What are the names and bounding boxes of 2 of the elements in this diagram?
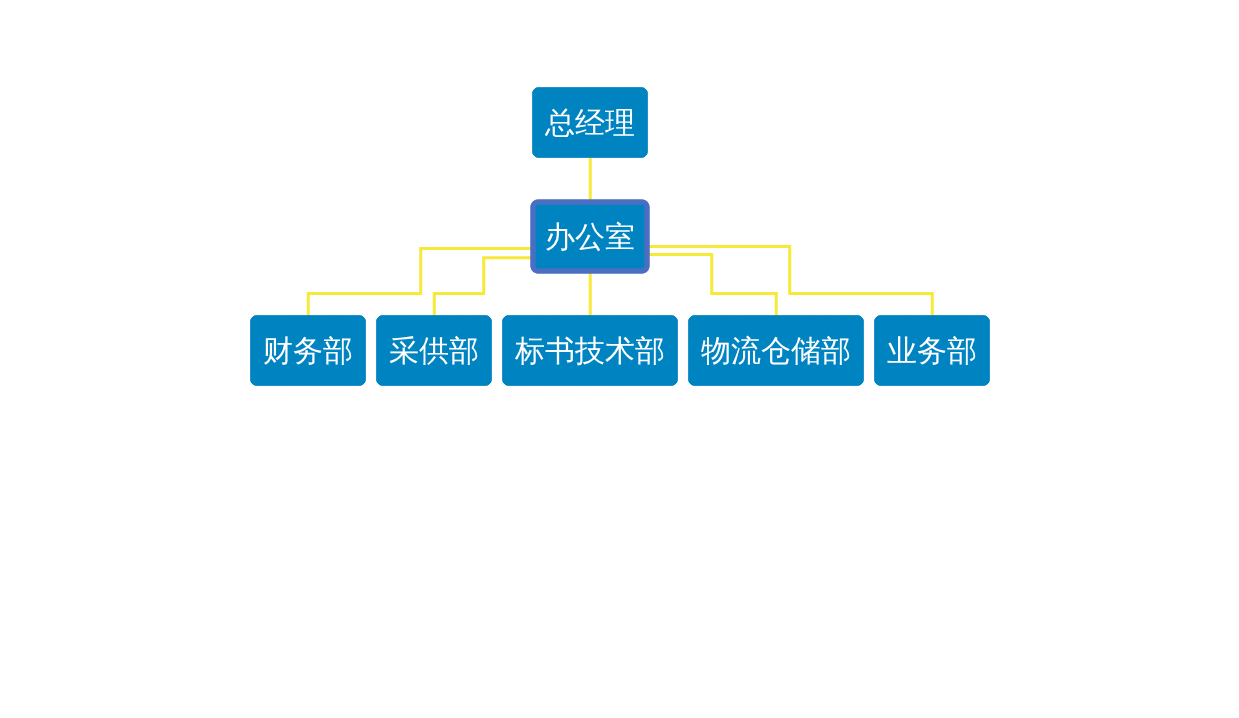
connector bbox=[647, 245, 934, 318]
connector bbox=[647, 252, 778, 318]
